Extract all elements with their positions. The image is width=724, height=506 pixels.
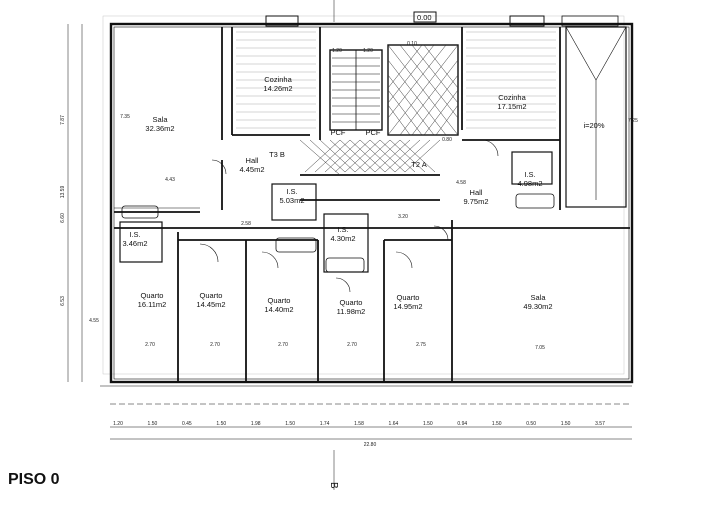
dimension-lines: [67, 0, 632, 490]
room-area-sala-right: 49.30m2: [523, 302, 552, 311]
room-area-quarto-1: 16.11m2: [138, 300, 167, 309]
inner-dim-8: 4.58: [456, 180, 466, 186]
dimension-labels: 1.20 1.50 0.45 1.50 1.98 1.50 1.74 1.58 1.64 1.50…: [60, 41, 638, 448]
unit-label-2: PCF: [331, 128, 346, 137]
inner-dim-0: 4.43: [165, 177, 175, 183]
room-name-ts-left-small: I.S.: [286, 187, 297, 196]
room-area-ts-left-small: 5.03m2: [279, 196, 304, 205]
stair-treads: [332, 57, 380, 123]
bottom-dim-12: 0.50: [526, 421, 536, 427]
inner-dim-2: 2.70: [145, 342, 155, 348]
unit-label-4: i=20%: [583, 121, 604, 130]
room-area-hall-t3b: 4.45m2: [239, 165, 264, 174]
room-name-quarto-5: Quarto: [397, 293, 420, 302]
unit-labels: T3 B T2 A PCF PCF i=20%: [269, 121, 605, 169]
section-marker: B: [328, 482, 339, 489]
bathtubs: [121, 193, 555, 273]
left-dim-1: 13.59: [60, 186, 66, 199]
unit-label-1: T2 A: [411, 160, 426, 169]
inner-dim-16: 4.55: [89, 318, 99, 324]
interior-walls: [114, 26, 630, 382]
inner-dim-5: 2.70: [347, 342, 357, 348]
inner-dim-15: 7.25: [628, 118, 638, 124]
room-name-cozinha-right: Cozinha: [498, 93, 526, 102]
bottom-dim-13: 1.50: [561, 421, 571, 427]
inner-dim-3: 2.70: [210, 342, 220, 348]
inner-dim-11: 0.80: [442, 137, 452, 143]
bottom-dim-6: 1.74: [320, 421, 330, 427]
room-name-hall-right: Hall: [470, 188, 483, 197]
room-name-ts-left: I.S.: [129, 230, 140, 239]
room-area-quarto-4: 11.98m2: [337, 307, 366, 316]
inner-dim-7: 7.05: [535, 345, 545, 351]
room-name-quarto-4: Quarto: [340, 298, 363, 307]
room-labels: Sala32.36m2Cozinha14.26m2Hall4.45m2I.S.5…: [122, 75, 552, 316]
room-name-ts-center: I.S.: [337, 225, 348, 234]
bottom-dim-14: 3.57: [595, 421, 605, 427]
room-name-hall-t3b: Hall: [246, 156, 259, 165]
bottom-dim-2: 0.45: [182, 421, 192, 427]
top-level-marker: 0.00: [417, 13, 432, 22]
room-area-ts-center: 4.30m2: [330, 234, 355, 243]
bottom-dim-3: 1.50: [216, 421, 226, 427]
inner-dim-4: 2.70: [278, 342, 288, 348]
room-name-sala-left: Sala: [152, 115, 168, 124]
bottom-dim-4: 1.98: [251, 421, 261, 427]
room-area-ts-left: 3.46m2: [122, 239, 147, 248]
bottom-dim-0: 1.20: [113, 421, 123, 427]
inner-dim-1: 7.35: [120, 114, 130, 120]
room-name-quarto-3: Quarto: [268, 296, 291, 305]
room-name-quarto-2: Quarto: [200, 291, 223, 300]
room-area-quarto-2: 14.45m2: [196, 300, 225, 309]
room-name-cozinha-left: Cozinha: [264, 75, 292, 84]
floor-label: PISO 0: [8, 471, 60, 488]
unit-label-3: PCF: [366, 128, 381, 137]
room-area-quarto-3: 14.40m2: [264, 305, 293, 314]
room-name-sala-right: Sala: [530, 293, 546, 302]
bottom-dim-7: 1.58: [354, 421, 364, 427]
inner-dim-9: 3.20: [398, 214, 408, 220]
inner-dim-6: 2.75: [416, 342, 426, 348]
bottom-dim-1: 1.50: [148, 421, 158, 427]
inner-dim-14: 1.20: [363, 48, 373, 54]
room-area-ts-right: 4.98m2: [517, 179, 542, 188]
left-dim-0: 7.87: [60, 115, 66, 125]
bottom-dim-5: 1.50: [285, 421, 295, 427]
bottom-dim-9: 1.50: [423, 421, 433, 427]
bottom-dim-11: 1.50: [492, 421, 502, 427]
room-area-cozinha-left: 14.26m2: [263, 84, 292, 93]
top-balconies: [265, 11, 619, 27]
left-dim-2: 6.60: [60, 213, 66, 223]
room-area-hall-right: 9.75m2: [463, 197, 488, 206]
kitchen-tiles: [236, 31, 556, 129]
room-name-quarto-1: Quarto: [141, 291, 164, 300]
inner-dim-10: 2.58: [241, 221, 251, 227]
room-name-ts-right: I.S.: [524, 170, 535, 179]
room-area-cozinha-right: 17.15m2: [497, 102, 526, 111]
total-dim: 22.80: [364, 442, 377, 448]
room-area-sala-left: 32.36m2: [145, 124, 174, 133]
inner-dim-12: 0.10: [407, 41, 417, 47]
unit-label-0: T3 B: [269, 150, 285, 159]
door-swings: [199, 139, 499, 293]
inner-dim-13: 1.20: [332, 48, 342, 54]
ramp: [565, 26, 627, 200]
room-area-quarto-5: 14.95m2: [393, 302, 422, 311]
bottom-dim-10: 0.94: [457, 421, 467, 427]
bottom-dim-8: 1.64: [389, 421, 399, 427]
left-dim-3: 6.53: [60, 296, 66, 306]
outer-walls: [100, 15, 634, 387]
tiled-floor: [299, 44, 459, 176]
